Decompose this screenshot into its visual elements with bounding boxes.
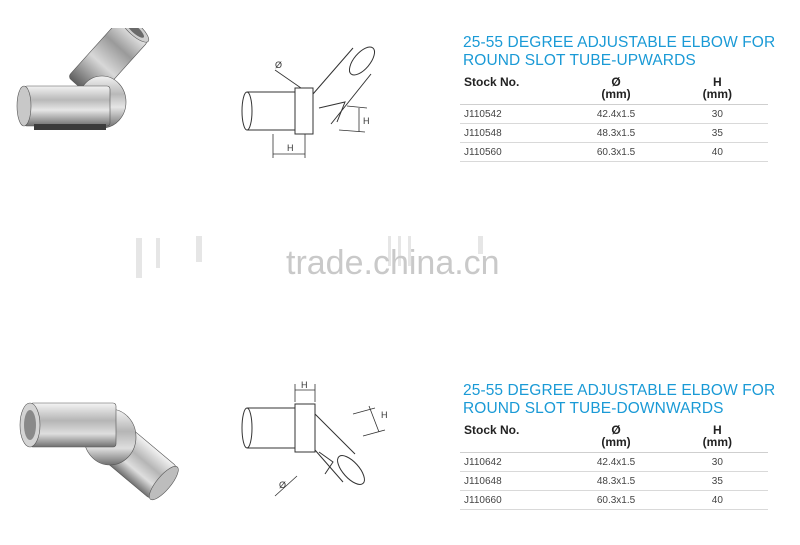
table-row: J110560 60.3x1.5 40 [460,142,768,162]
height-cell: 40 [666,142,768,162]
table-row: J110660 60.3x1.5 40 [460,490,768,510]
drawing-diameter-label: Ø [279,480,286,490]
height-cell: 35 [666,471,768,491]
height-cell: 30 [666,452,768,472]
downwards-title-line2: ROUND SLOT TUBE-DOWNWARDS [463,400,724,417]
downwards-elbow-photo [19,402,179,501]
stock-cell: J110648 [460,471,566,491]
upwards-elbow-drawing: Ø H H [241,46,376,158]
diameter-cell: 42.4x1.5 [565,104,667,124]
drawing-diameter-label: Ø [275,60,282,70]
diameter-cell: 48.3x1.5 [565,123,667,143]
height-header: H(mm) [666,424,768,453]
downwards-title-line1: 25-55 DEGREE ADJUSTABLE ELBOW FOR [463,382,776,399]
stock-cell: J110560 [460,142,566,162]
watermark-text: trade.china.cn [286,244,500,282]
table-row: J110542 42.4x1.5 30 [460,104,768,124]
upwards-title-line2: ROUND SLOT TUBE-UPWARDS [463,52,696,69]
table-row: J110642 42.4x1.5 30 [460,452,768,472]
height-cell: 30 [666,104,768,124]
diameter-header: Ø(mm) [565,424,667,453]
diameter-cell: 48.3x1.5 [565,471,667,491]
stock-cell: J110542 [460,104,566,124]
drawing-height-label-b: H [381,410,388,420]
upwards-spec-table: Stock No. Ø(mm) H(mm) J110542 42.4x1.5 3… [460,76,768,162]
drawing-height-label-b: H [363,116,370,126]
drawing-height-label-a: H [301,380,308,390]
upwards-title-line1: 25-55 DEGREE ADJUSTABLE ELBOW FOR [463,34,776,51]
downwards-spec-table: Stock No. Ø(mm) H(mm) J110642 42.4x1.5 3… [460,424,768,510]
stock-cell: J110548 [460,123,566,143]
drawing-height-label-a: H [287,143,294,153]
diameter-cell: 42.4x1.5 [565,452,667,472]
table-row: J110548 48.3x1.5 35 [460,123,768,143]
downwards-elbow-drawing: H H Ø [241,380,388,497]
height-cell: 35 [666,123,768,143]
stock-header: Stock No. [460,424,566,453]
stock-header: Stock No. [460,76,566,105]
diameter-cell: 60.3x1.5 [565,142,667,162]
stock-cell: J110642 [460,452,566,472]
stock-cell: J110660 [460,490,566,510]
upwards-elbow-photo [16,28,150,130]
diameter-header: Ø(mm) [565,76,667,105]
height-cell: 40 [666,490,768,510]
table-row: J110648 48.3x1.5 35 [460,471,768,491]
height-header: H(mm) [666,76,768,105]
diameter-cell: 60.3x1.5 [565,490,667,510]
